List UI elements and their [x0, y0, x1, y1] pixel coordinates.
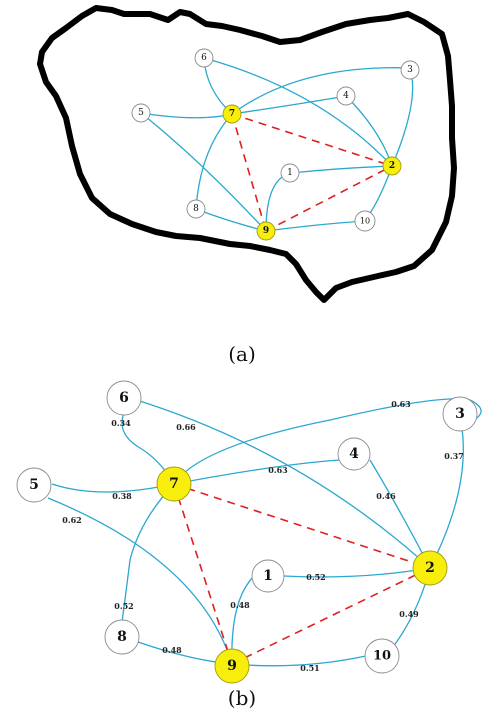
weight-label: 0.52 [114, 601, 133, 611]
svg-text:5: 5 [138, 108, 144, 118]
svg-text:3: 3 [455, 406, 465, 422]
weight-label: 0.34 [111, 418, 131, 428]
caption-a: (a) [228, 342, 256, 366]
edge-1-2 [289, 165, 393, 174]
weight-label: 0.52 [306, 572, 325, 582]
node-a-4: 4 [336, 86, 356, 106]
edge-5-9 [47, 497, 233, 665]
weight-label: 0.37 [444, 451, 463, 461]
edge-7-8 [195, 113, 233, 210]
node-b-9: 9 [214, 648, 250, 684]
dashed-edge-9-2 [265, 165, 393, 232]
svg-text:4: 4 [343, 91, 349, 101]
edge-3-2 [391, 67, 414, 167]
node-a-6: 6 [194, 48, 214, 68]
weight-label: 0.63 [391, 399, 411, 409]
dashed-edge-7-9 [173, 483, 233, 665]
node-a-8: 8 [186, 199, 206, 219]
svg-text:4: 4 [349, 446, 359, 462]
node-b-6: 6 [106, 380, 142, 416]
dashed-edge-7-2 [231, 113, 393, 167]
region-outline [37, 5, 457, 303]
node-a-7: 7 [222, 104, 242, 124]
node-a-3: 3 [400, 60, 420, 80]
weight-label: 0.62 [62, 515, 81, 525]
node-b-2: 2 [412, 550, 448, 586]
edge-3-2 [429, 427, 464, 569]
svg-text:7: 7 [169, 476, 179, 492]
node-a-9: 9 [256, 221, 276, 241]
panel-a-nodes: 6 3 4 5 7 1 2 8 10 9 [131, 48, 420, 241]
edge-7-4 [173, 459, 341, 485]
node-b-7: 7 [156, 466, 192, 502]
panel-a: 6 3 4 5 7 1 2 8 10 9 (a) [37, 5, 457, 366]
node-a-10: 10 [354, 210, 376, 232]
edge-7-3 [231, 67, 411, 115]
node-b-10: 10 [364, 638, 400, 674]
svg-text:7: 7 [229, 109, 235, 119]
node-b-3: 3 [442, 396, 478, 432]
weight-label: 0.63 [268, 465, 288, 475]
svg-text:2: 2 [389, 161, 395, 171]
node-a-2: 2 [382, 156, 402, 176]
weight-label: 0.48 [230, 600, 250, 610]
caption-b: (b) [228, 686, 256, 710]
node-a-5: 5 [131, 103, 151, 123]
panel-a-edges [140, 57, 414, 232]
node-b-4: 4 [337, 437, 371, 471]
edge-6-2 [203, 57, 393, 167]
edge-weights: 0.34 0.66 0.63 0.37 0.63 0.46 0.38 0.62 … [62, 399, 463, 673]
dashed-edge-7-9 [231, 113, 267, 232]
svg-text:8: 8 [193, 204, 199, 214]
svg-text:5: 5 [29, 477, 39, 493]
svg-text:10: 10 [360, 217, 370, 226]
svg-text:2: 2 [425, 560, 435, 576]
svg-text:9: 9 [227, 658, 237, 674]
node-a-1: 1 [280, 163, 300, 183]
weight-label: 0.49 [399, 609, 419, 619]
panel-b: 0.34 0.66 0.63 0.37 0.63 0.46 0.38 0.62 … [16, 380, 482, 710]
edge-7-4 [231, 95, 347, 115]
edge-5-9 [140, 112, 267, 232]
dashed-edge-9-2 [231, 567, 431, 665]
weight-label: 0.46 [376, 491, 396, 501]
edge-9-10 [231, 655, 367, 667]
svg-text:6: 6 [119, 390, 129, 406]
svg-text:1: 1 [263, 568, 273, 584]
svg-text:1: 1 [287, 168, 293, 178]
edge-5-7 [140, 112, 233, 119]
weight-label: 0.66 [176, 422, 196, 432]
node-b-1: 1 [251, 559, 285, 593]
node-b-8: 8 [104, 619, 140, 655]
weight-label: 0.38 [112, 491, 132, 501]
panel-b-nodes: 6 3 4 5 7 1 2 8 10 9 [16, 380, 478, 684]
edge-7-8 [121, 483, 175, 623]
edge-7-3 [173, 398, 482, 485]
svg-text:3: 3 [407, 65, 413, 75]
edge-6-2 [129, 397, 431, 569]
weight-label: 0.48 [162, 645, 182, 655]
svg-text:6: 6 [201, 53, 207, 63]
weight-label: 0.51 [300, 663, 319, 673]
node-b-5: 5 [16, 467, 52, 503]
svg-text:9: 9 [263, 226, 269, 236]
dashed-edge-7-2 [173, 483, 431, 569]
svg-text:10: 10 [373, 649, 391, 664]
svg-text:8: 8 [117, 629, 127, 645]
